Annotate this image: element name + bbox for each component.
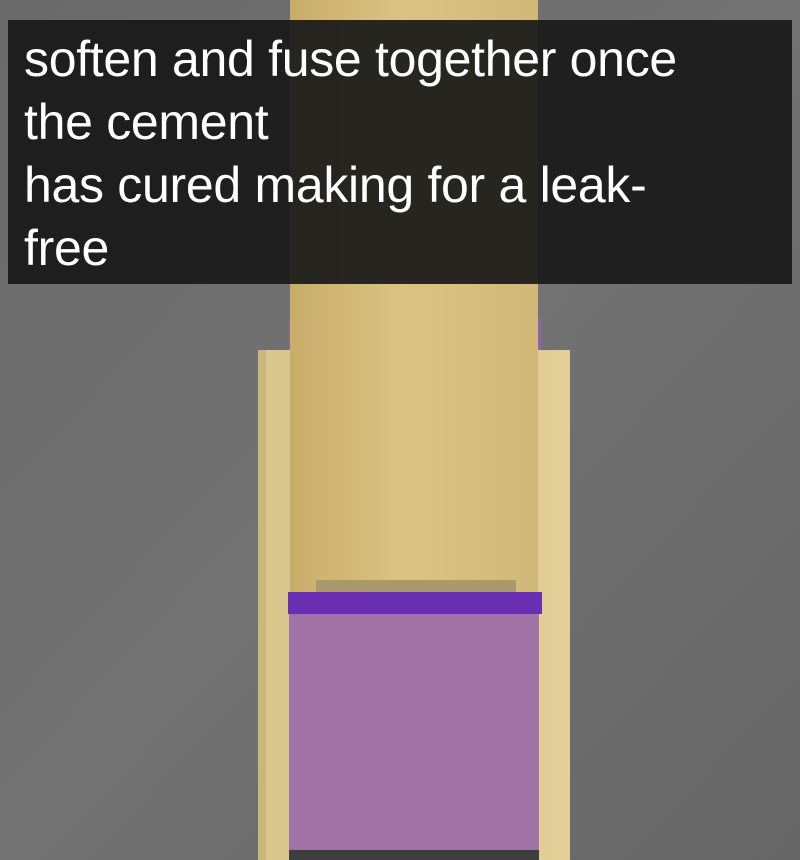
primer-block-gap [289,850,539,860]
subtitle-caption: soften and fuse together once the cement… [8,20,792,284]
fitting-socket-shadow-left [258,350,266,860]
caption-line: has cured making for a leak- [24,157,647,213]
caption-line: soften and fuse together once [24,31,677,87]
primer-block [289,614,539,850]
cement-layer [288,592,542,614]
caption-line: free [24,220,109,276]
pipe-end-shadow [316,580,516,592]
caption-line: the cement [24,94,269,150]
